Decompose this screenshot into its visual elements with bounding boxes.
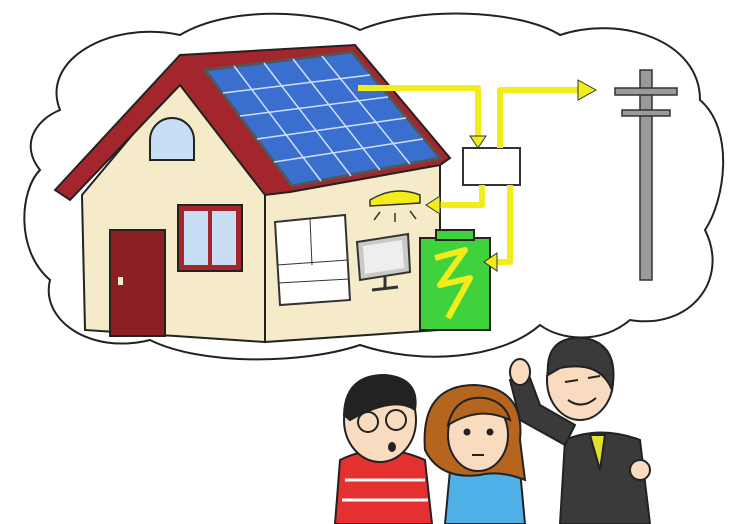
refrigerator: [273, 213, 352, 307]
arrow-head: [577, 79, 598, 101]
solar-panel: [202, 50, 443, 188]
ceiling-lamp: [369, 190, 421, 222]
television: [355, 232, 412, 292]
power-conditioner: [462, 147, 521, 186]
person-woman: [423, 383, 527, 524]
battery: [419, 229, 491, 331]
window: [177, 204, 243, 272]
arrow-head: [483, 252, 498, 272]
arched-window: [149, 117, 195, 161]
person-salesman: [508, 336, 652, 524]
door: [109, 229, 166, 337]
energy-flow-arrows: [358, 85, 580, 265]
person-man-glasses: [333, 373, 434, 524]
arrow-head: [469, 135, 487, 149]
utility-pole: [614, 69, 678, 281]
arrow-head: [425, 195, 441, 215]
